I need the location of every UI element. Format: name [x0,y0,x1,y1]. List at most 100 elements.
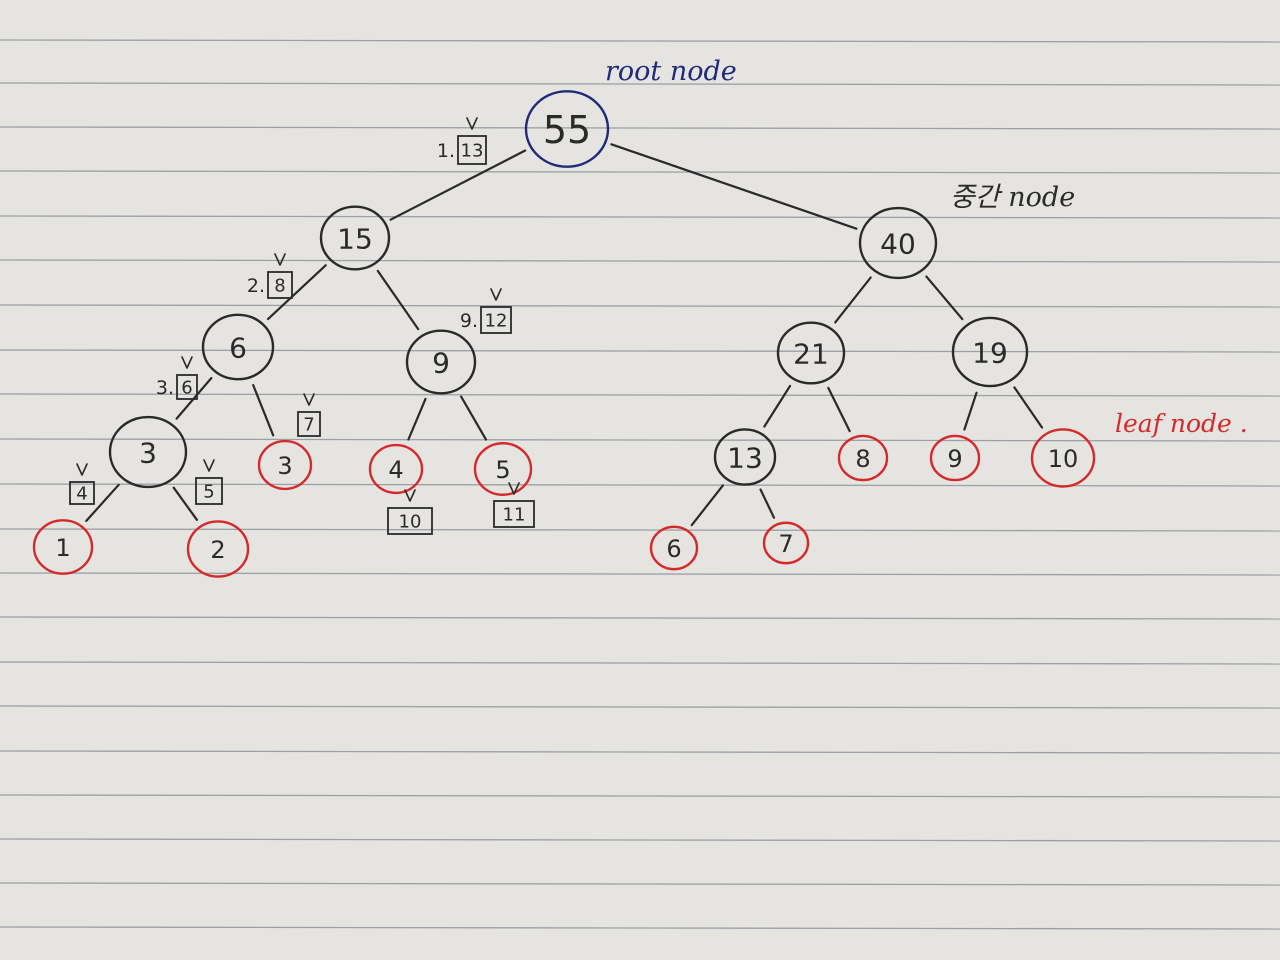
leaf-node: 2 [186,520,250,578]
tree-edge [763,384,792,428]
leaf-node-circle [762,521,810,565]
ruled-line [0,528,1280,532]
visit-mark-box [297,411,321,437]
node-label: 6 [666,535,681,563]
internal-node: 15 [319,205,391,271]
root-node: 55 [524,90,610,168]
internal-node-circle [108,415,188,489]
visit-mark: 12 9. [460,288,512,334]
ruled-line [0,705,1280,709]
ruled-line [0,215,1280,219]
visit-mark: 5 [195,459,223,505]
node-label: 6 [229,332,247,365]
internal-node-circle [405,329,477,395]
leaf-node-circle [473,442,533,496]
visit-mark: 11 [493,482,535,528]
leaf-node-circle [186,520,250,578]
node-label: 8 [855,445,870,473]
node-label: 21 [793,338,829,371]
visit-mark-box [267,271,293,299]
ruled-line [0,572,1280,576]
ruled-lines [0,39,1280,930]
node-label: 1 [55,534,70,562]
visit-mark-number: 6 [181,378,192,399]
visit-mark-box [176,374,198,400]
visit-mark: 4 [69,463,95,505]
internal-node: 19 [951,316,1029,388]
visit-mark: 7 [297,393,321,437]
leaf-node: 6 [649,525,699,571]
ruled-line [0,170,1280,174]
ruled-line [0,304,1280,308]
visit-mark-box [480,306,512,334]
ruled-line [0,39,1280,43]
node-label: 55 [543,108,591,152]
leaf-node: 10 [1030,428,1096,488]
leaf-node: 8 [837,434,889,482]
node-label: 19 [972,337,1008,370]
node-label: 7 [778,530,793,558]
visit-mark-order: 1. [437,140,455,162]
tree-edge [827,386,851,433]
leaf-node-circle [837,434,889,482]
visit-mark-number: 12 [485,311,508,332]
check-icon [490,288,502,301]
ruled-line [0,259,1280,263]
check-icon [303,393,315,406]
check-icon [404,489,416,502]
node-label: 9 [432,347,450,380]
ruled-line [0,438,1280,442]
ruled-line [0,838,1280,842]
visit-mark-order: 3. [156,377,174,399]
leaf-node-circle [1030,428,1096,488]
node-label: 13 [727,442,763,475]
node-label: 15 [337,223,373,256]
leaf-node: 4 [368,443,424,495]
tree-edge [172,486,198,521]
visit-mark-number: 8 [274,276,285,297]
visit-mark-number: 10 [399,512,422,533]
ruled-line [0,82,1280,86]
node-label: 3 [139,437,157,470]
ruled-line [0,926,1280,930]
check-icon [203,459,215,472]
ruled-line [0,794,1280,798]
leaf-node: 5 [473,442,533,496]
visit-mark-number: 11 [503,505,526,526]
internal-node-circle [201,313,275,381]
leaf-node: 3 [257,439,313,491]
visit-mark-number: 5 [203,482,214,503]
internal-node: 21 [776,321,846,385]
visit-mark-order: 2. [247,275,265,297]
tree-edge [759,488,776,519]
visit-mark-number: 4 [76,484,87,505]
tree-edge [1013,386,1044,429]
tree-edge [690,484,725,527]
check-icon [181,356,193,369]
visit-mark-order: 9. [460,310,478,332]
tree-edge [252,384,275,437]
ruled-line [0,349,1280,353]
tree-edge [610,143,858,230]
tree-edge [460,395,488,441]
leaf-node: 1 [32,519,94,575]
internal-node-circle [858,206,938,280]
internal-node-circle [951,316,1029,388]
check-icon [508,482,520,495]
visit-mark-box [195,477,223,505]
node-label: 9 [947,445,962,473]
leaf-node-circle [649,525,699,571]
tree-edge [407,397,427,441]
visit-mark: 10 [387,489,433,535]
ruled-line [0,393,1280,397]
internal-node-circle [713,428,777,486]
ruled-line [0,882,1280,886]
leaf-node: 7 [762,521,810,565]
visit-mark-number: 7 [303,415,314,436]
leaf-node-circle [929,434,981,482]
leaf-node-circle [32,519,94,575]
